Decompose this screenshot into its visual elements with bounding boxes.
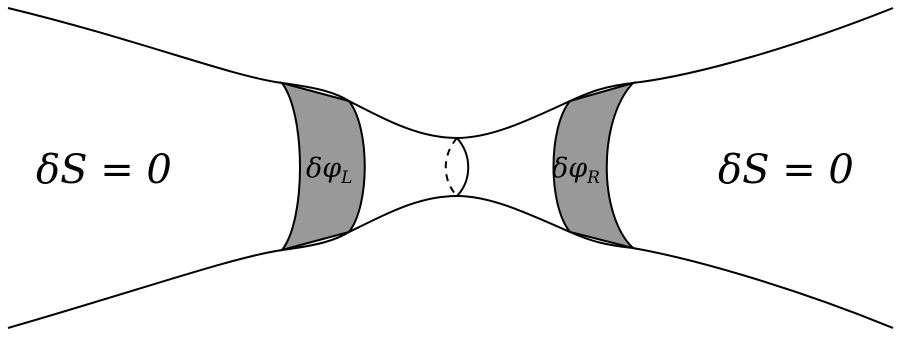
right-field-variation-label: δφR: [552, 155, 600, 187]
left-action-variation-label: δS = 0: [36, 150, 172, 190]
top-boundary-curve: [8, 8, 893, 138]
bottom-boundary-curve: [8, 196, 893, 328]
right-action-variation-label: δS = 0: [718, 150, 854, 190]
left-field-variation-label: δφL: [306, 155, 352, 187]
right-field-subscript: R: [587, 168, 600, 188]
right-field-symbol: δφ: [552, 153, 587, 184]
left-field-subscript: L: [341, 168, 352, 188]
left-field-symbol: δφ: [306, 153, 341, 184]
throat-back-arc: [446, 138, 457, 196]
throat-front-arc: [457, 138, 468, 196]
